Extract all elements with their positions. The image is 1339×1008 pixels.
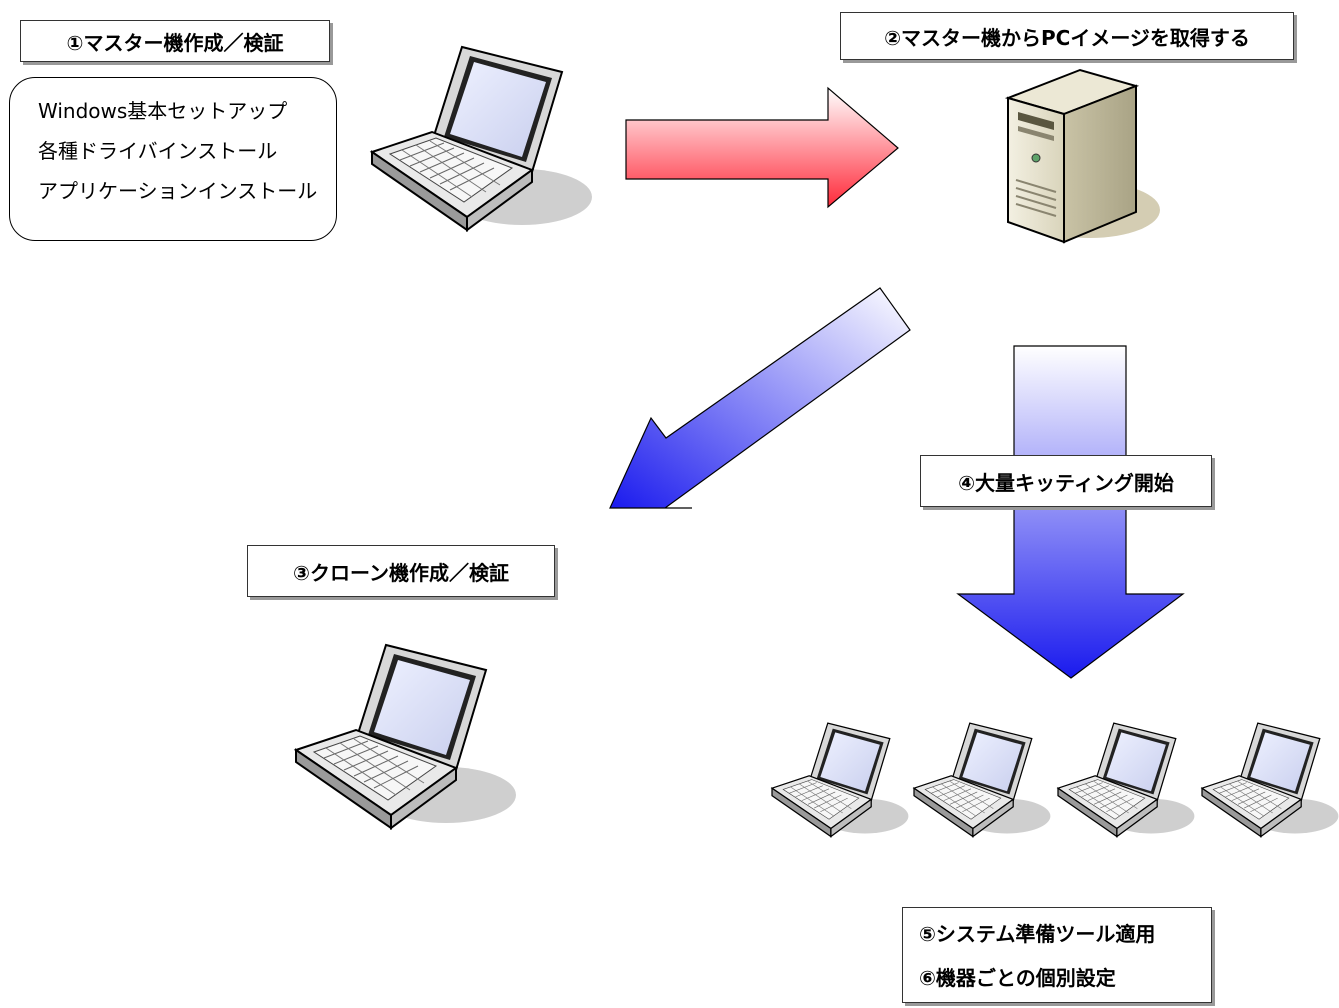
- step1-detail-1: Windows基本セットアップ: [38, 99, 288, 123]
- step4-title: ④大量キッティング開始: [958, 470, 1174, 495]
- master-laptop-icon: [371, 46, 593, 231]
- deployed-laptop-3-icon: [1057, 722, 1196, 838]
- deployed-laptop-2-icon: [913, 722, 1052, 838]
- step1-detail-2: 各種ドライバインストール: [38, 139, 278, 163]
- step1-title-box: ①マスター機作成／検証: [20, 20, 330, 62]
- step1-detail-3: アプリケーションインストール: [38, 179, 318, 203]
- step6-title: ⑥機器ごとの個別設定: [919, 966, 1116, 990]
- step5-title: ⑤システム準備ツール適用: [919, 922, 1156, 946]
- server-icon: [1004, 68, 1160, 244]
- step4-title-box: ④大量キッティング開始: [920, 455, 1212, 507]
- deployed-laptop-4-icon: [1201, 722, 1339, 838]
- arrow-right: [625, 86, 899, 209]
- step2-title: ②マスター機からPCイメージを取得する: [884, 25, 1250, 50]
- step1-details-box: Windows基本セットアップ 各種ドライバインストール アプリケーションインス…: [9, 77, 337, 241]
- deployed-laptop-1-icon: [771, 722, 910, 838]
- arrow-down: [956, 345, 1185, 679]
- step3-title-box: ③クローン機作成／検証: [247, 545, 555, 597]
- step3-title: ③クローン機作成／検証: [293, 560, 509, 585]
- step1-title: ①マスター機作成／検証: [66, 30, 284, 55]
- arrow-down-left: [609, 287, 911, 509]
- clone-laptop-icon: [295, 644, 517, 829]
- deployed-laptops-group: [771, 722, 1339, 838]
- step5-6-box: ⑤システム準備ツール適用 ⑥機器ごとの個別設定: [902, 907, 1212, 1003]
- step2-title-box: ②マスター機からPCイメージを取得する: [840, 12, 1294, 60]
